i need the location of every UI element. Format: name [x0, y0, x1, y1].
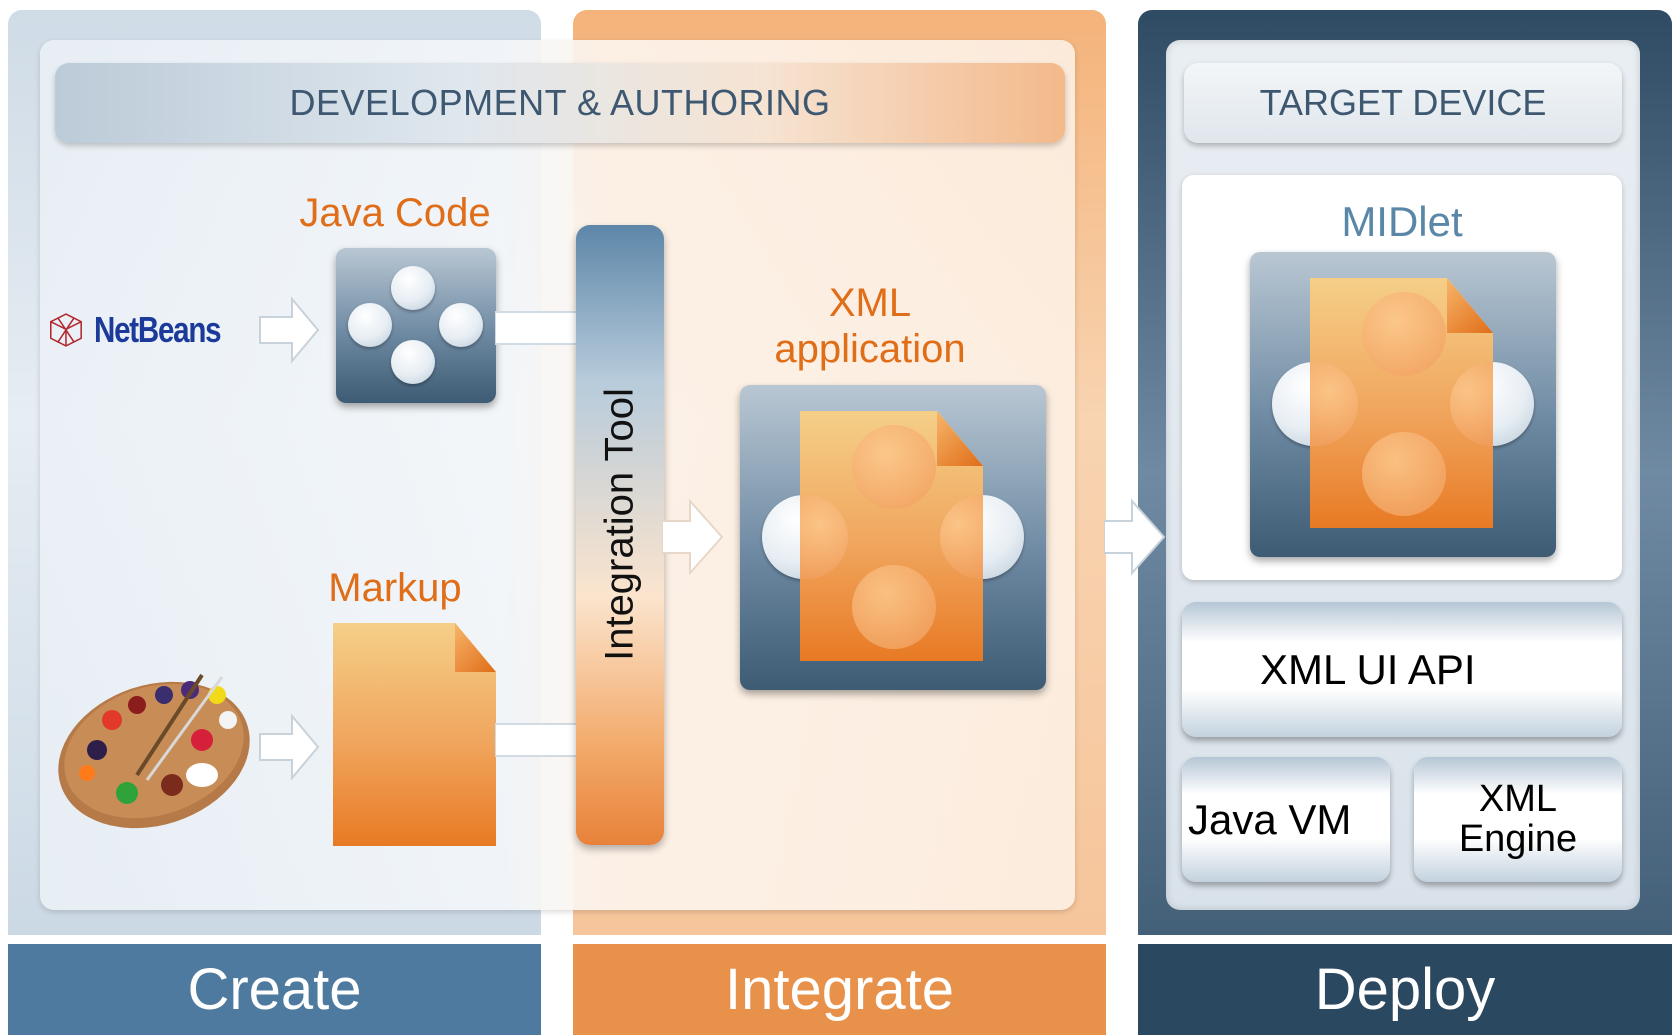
java-circle-bottom — [391, 340, 435, 384]
arrow-netbeans-to-java — [259, 296, 320, 364]
development-authoring-banner: DEVELOPMENT & AUTHORING — [55, 63, 1065, 143]
arrow-palette-to-markup — [259, 713, 320, 781]
midlet-dot-top — [1362, 292, 1446, 376]
xml-engine-box: XML Engine — [1414, 757, 1622, 882]
xml-engine-label: XML Engine — [1458, 777, 1578, 860]
xml-ui-api-box: XML UI API — [1182, 602, 1622, 737]
java-code-label: Java Code — [299, 191, 491, 235]
xml-application-line1: XML — [828, 281, 912, 325]
create-footer: Create — [8, 944, 541, 1035]
xml-engine-line2: Engine — [1458, 817, 1578, 860]
java-circle-right — [439, 303, 483, 347]
integration-tool-label: Integration Tool — [597, 388, 642, 661]
integration-tool-bar — [576, 225, 664, 845]
xml-engine-line1: XML — [1478, 777, 1558, 820]
xml-application-box — [740, 385, 1046, 690]
xml-app-dot-top — [852, 425, 936, 509]
midlet-dot-bottom — [1362, 432, 1446, 516]
java-code-box — [336, 248, 496, 403]
paint-palette-icon — [58, 673, 250, 829]
java-circle-top — [391, 266, 435, 310]
target-device-banner: TARGET DEVICE — [1184, 63, 1622, 143]
deploy-footer: Deploy — [1138, 944, 1672, 1035]
midlet-label: MIDlet — [1341, 198, 1463, 245]
midlet-box — [1250, 252, 1556, 557]
xml-ui-api-label: XML UI API — [1260, 645, 1476, 693]
netbeans-wordmark: NetBeans — [93, 309, 222, 350]
arrow-xml-to-midlet — [1104, 498, 1166, 576]
integrate-footer: Integrate — [573, 944, 1106, 1035]
netbeans-cube-icon — [50, 313, 82, 347]
markup-label: Markup — [328, 566, 462, 610]
xml-application-line2: application — [774, 327, 966, 371]
arrow-integration-to-xml — [662, 498, 724, 576]
java-vm-box: Java VM — [1182, 757, 1390, 882]
xml-app-dot-bottom — [852, 565, 936, 649]
netbeans-logo: NetBeans — [48, 300, 248, 360]
java-vm-label: Java VM — [1188, 795, 1352, 843]
java-circle-left — [348, 303, 392, 347]
footer-divider — [8, 935, 1672, 944]
xml-application-label: XML application — [740, 280, 1000, 372]
